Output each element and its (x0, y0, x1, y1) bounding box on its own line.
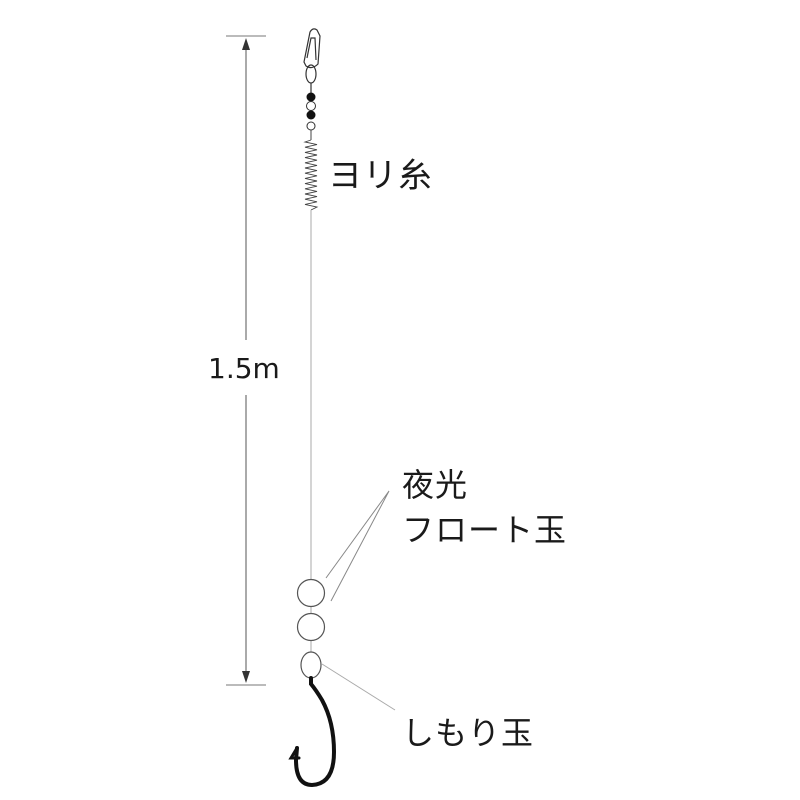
coil-path (303, 139, 319, 211)
swivel-beads (306, 92, 316, 140)
length-label: 1.5m (208, 352, 280, 385)
glow-float-label-line1: 夜光 (402, 466, 469, 504)
twisted-line-label: ヨリ糸 (328, 156, 433, 196)
fishing-hook-icon (288, 676, 337, 788)
stopper-bead (300, 651, 322, 679)
length-dimension (226, 35, 266, 686)
arrow-down-icon (242, 671, 250, 683)
stopper-leader-line (321, 663, 396, 711)
glow-float-bead-bottom (296, 612, 326, 642)
glow-float-label-line2: フロート玉 (402, 511, 568, 549)
glow-float-bead-top (296, 578, 326, 608)
float-leader-lines (325, 490, 390, 602)
stopper-bead-label: しもり玉 (402, 714, 535, 752)
snap-swivel-icon (303, 28, 321, 93)
arrow-up-icon (242, 38, 250, 50)
glow-float-beads (296, 578, 326, 642)
twisted-line-coil (303, 139, 319, 211)
